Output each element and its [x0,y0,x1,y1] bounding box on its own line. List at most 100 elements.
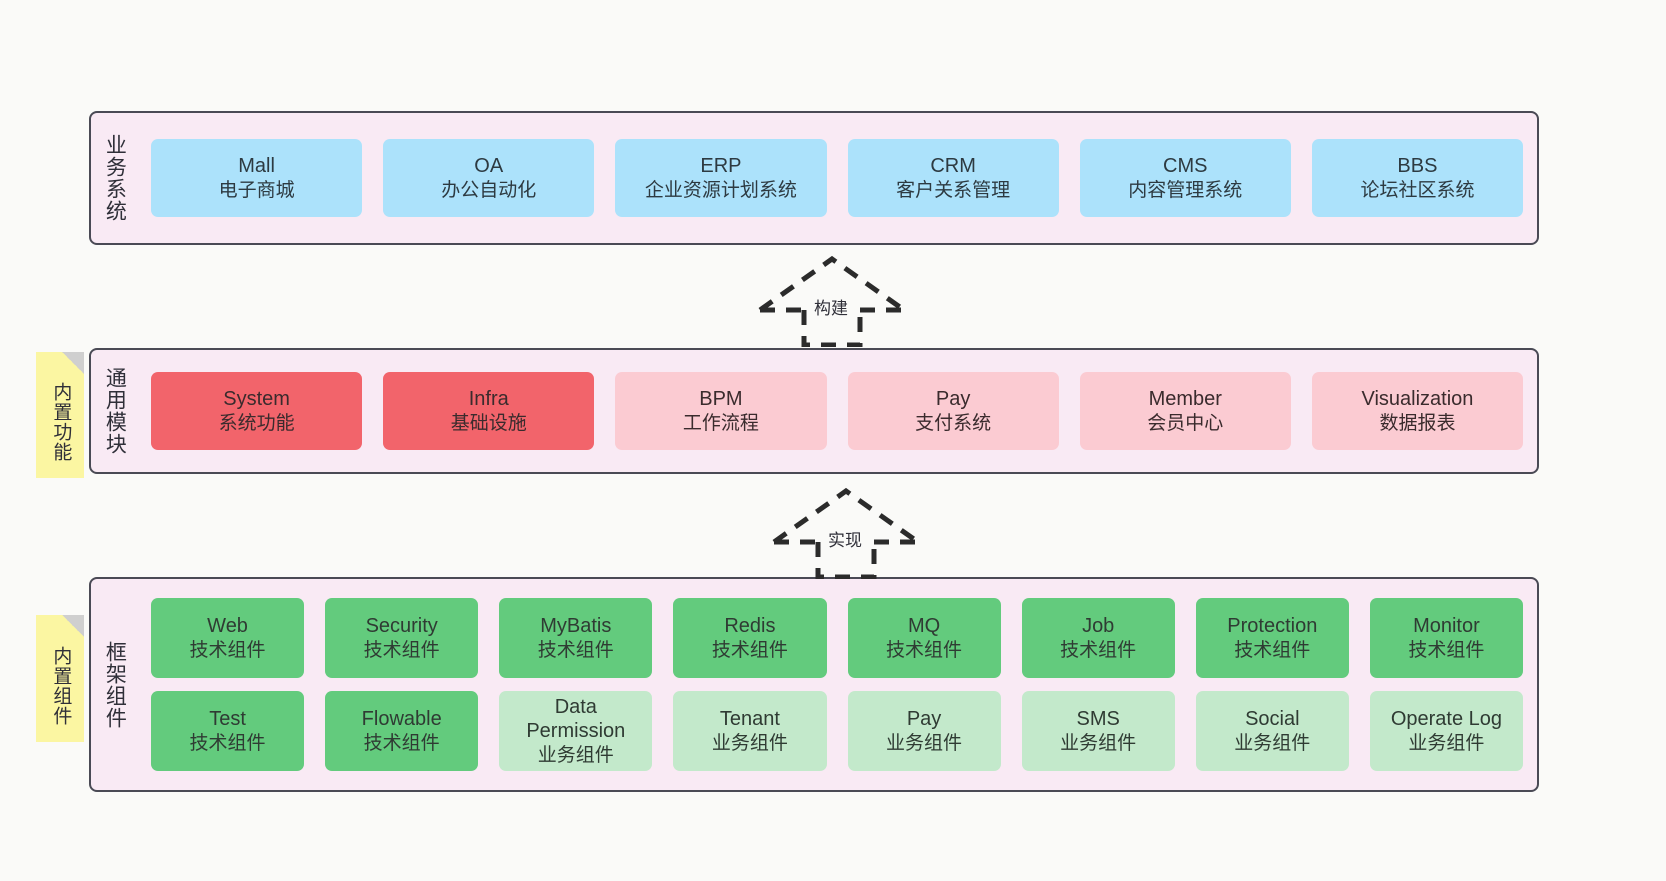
business-system-layer-title: 业务系统 [103,134,127,222]
business-system-layer: 业务系统 Mall 电子商城 OA 办公自动化 ERP 企业资源计划系统 CRM… [89,111,1539,245]
note-builtin-function: 内置功能 [36,352,84,478]
card-redis-desc: 技术组件 [711,639,788,661]
note-builtin-function-label: 内置功能 [50,382,72,462]
framework-component-layer-body: Web 技术组件 Security 技术组件 MyBatis 技术组件 Redi… [137,579,1537,790]
card-bpm-desc: 工作流程 [682,412,759,434]
card-test[interactable]: Test 技术组件 [151,691,305,771]
connector-implement-label: 实现 [828,531,862,550]
card-test-desc: 技术组件 [189,732,266,754]
card-flowable[interactable]: Flowable 技术组件 [325,691,479,771]
card-web-name: Web [207,615,248,638]
framework-tech-component-row: Web 技术组件 Security 技术组件 MyBatis 技术组件 Redi… [151,598,1523,678]
card-oa[interactable]: OA 办公自动化 [383,139,595,217]
card-mybatis[interactable]: MyBatis 技术组件 [499,598,653,678]
card-bbs-desc: 论坛社区系统 [1360,179,1475,201]
card-cms[interactable]: CMS 内容管理系统 [1079,139,1291,217]
connector-build-icon [758,255,906,348]
card-visualization-name: Visualization [1361,388,1474,411]
card-pay-module-desc: 支付系统 [915,412,992,434]
card-test-name: Test [209,708,246,731]
framework-component-layer-title: 框架组件 [103,640,127,729]
framework-component-layer: 框架组件 Web 技术组件 Security 技术组件 MyBatis 技术组件… [89,577,1539,792]
card-monitor[interactable]: Monitor 技术组件 [1369,598,1523,678]
card-social-name: Social [1245,708,1300,731]
common-module-layer-title: 通用模块 [103,367,127,455]
common-module-layer-body: System 系统功能 Infra 基础设施 BPM 工作流程 Pay 支付系统… [137,350,1537,472]
note-fold-corner-icon [62,615,84,637]
card-bpm[interactable]: BPM 工作流程 [615,372,827,450]
card-data-permission-desc: 业务组件 [537,744,614,766]
note-builtin-component-label: 内置组件 [50,645,72,726]
card-operate-log-name: Operate Log [1390,708,1503,731]
card-social[interactable]: Social 业务组件 [1195,691,1349,771]
note-fold-corner-icon [62,352,84,374]
card-mybatis-desc: 技术组件 [537,639,614,661]
card-cms-desc: 内容管理系统 [1128,179,1243,201]
card-web-desc: 技术组件 [189,639,266,661]
card-protection[interactable]: Protection 技术组件 [1195,598,1349,678]
card-job[interactable]: Job 技术组件 [1021,598,1175,678]
card-protection-desc: 技术组件 [1234,639,1311,661]
card-pay-module-name: Pay [935,388,971,411]
card-mq[interactable]: MQ 技术组件 [847,598,1001,678]
card-pay-module[interactable]: Pay 支付系统 [847,372,1059,450]
card-social-desc: 业务组件 [1234,732,1311,754]
card-sms-name: SMS [1076,708,1120,731]
connector-implement-icon [772,487,920,580]
card-oa-name: OA [474,155,504,178]
card-member-name: Member [1148,388,1222,411]
card-system-name: System [223,388,290,411]
card-erp[interactable]: ERP 企业资源计划系统 [615,139,827,217]
card-web[interactable]: Web 技术组件 [151,598,305,678]
connector-build-label: 构建 [814,299,848,318]
card-crm-name: CRM [930,155,976,178]
card-member[interactable]: Member 会员中心 [1079,372,1291,450]
card-protection-name: Protection [1227,615,1318,638]
card-job-desc: 技术组件 [1060,639,1137,661]
card-sms[interactable]: SMS 业务组件 [1021,691,1175,771]
business-system-layer-body: Mall 电子商城 OA 办公自动化 ERP 企业资源计划系统 CRM 客户关系… [137,113,1537,243]
card-tenant-name: Tenant [719,708,780,731]
framework-business-component-row: Test 技术组件 Flowable 技术组件 Data Permission … [151,691,1523,771]
card-mall-name: Mall [238,155,275,178]
card-mall-desc: 电子商城 [218,179,295,201]
note-builtin-component: 内置组件 [36,615,84,742]
card-visualization[interactable]: Visualization 数据报表 [1311,372,1524,450]
card-infra[interactable]: Infra 基础设施 [383,372,595,450]
card-mq-desc: 技术组件 [886,639,963,661]
card-tenant[interactable]: Tenant 业务组件 [673,691,827,771]
card-crm[interactable]: CRM 客户关系管理 [847,139,1059,217]
card-mall[interactable]: Mall 电子商城 [151,139,363,217]
business-system-card-row: Mall 电子商城 OA 办公自动化 ERP 企业资源计划系统 CRM 客户关系… [151,139,1524,217]
card-mybatis-name: MyBatis [540,615,612,638]
card-flowable-desc: 技术组件 [363,732,440,754]
card-redis[interactable]: Redis 技术组件 [673,598,827,678]
card-pay-component-name: Pay [906,708,942,731]
card-tenant-desc: 业务组件 [711,732,788,754]
card-operate-log-desc: 业务组件 [1408,732,1485,754]
card-pay-component[interactable]: Pay 业务组件 [847,691,1001,771]
card-system[interactable]: System 系统功能 [151,372,363,450]
card-infra-desc: 基础设施 [450,412,527,434]
card-bbs[interactable]: BBS 论坛社区系统 [1311,139,1524,217]
card-job-name: Job [1082,615,1115,638]
card-security-desc: 技术组件 [363,639,440,661]
card-mq-name: MQ [907,615,941,638]
card-oa-desc: 办公自动化 [441,179,537,201]
card-pay-component-desc: 业务组件 [886,732,963,754]
card-operate-log[interactable]: Operate Log 业务组件 [1369,691,1523,771]
card-erp-desc: 企业资源计划系统 [644,179,797,201]
card-data-permission[interactable]: Data Permission 业务组件 [499,691,653,771]
card-sms-desc: 业务组件 [1060,732,1137,754]
common-module-layer: 通用模块 System 系统功能 Infra 基础设施 BPM 工作流程 Pay… [89,348,1539,474]
connector-build: 构建 [752,255,912,348]
card-member-desc: 会员中心 [1147,412,1224,434]
card-monitor-name: Monitor [1413,615,1480,638]
card-monitor-desc: 技术组件 [1408,639,1485,661]
card-bbs-name: BBS [1397,155,1438,178]
card-erp-name: ERP [700,155,742,178]
common-module-card-row: System 系统功能 Infra 基础设施 BPM 工作流程 Pay 支付系统… [151,372,1524,450]
card-visualization-desc: 数据报表 [1379,412,1456,434]
connector-implement: 实现 [766,487,926,580]
card-security[interactable]: Security 技术组件 [325,598,479,678]
